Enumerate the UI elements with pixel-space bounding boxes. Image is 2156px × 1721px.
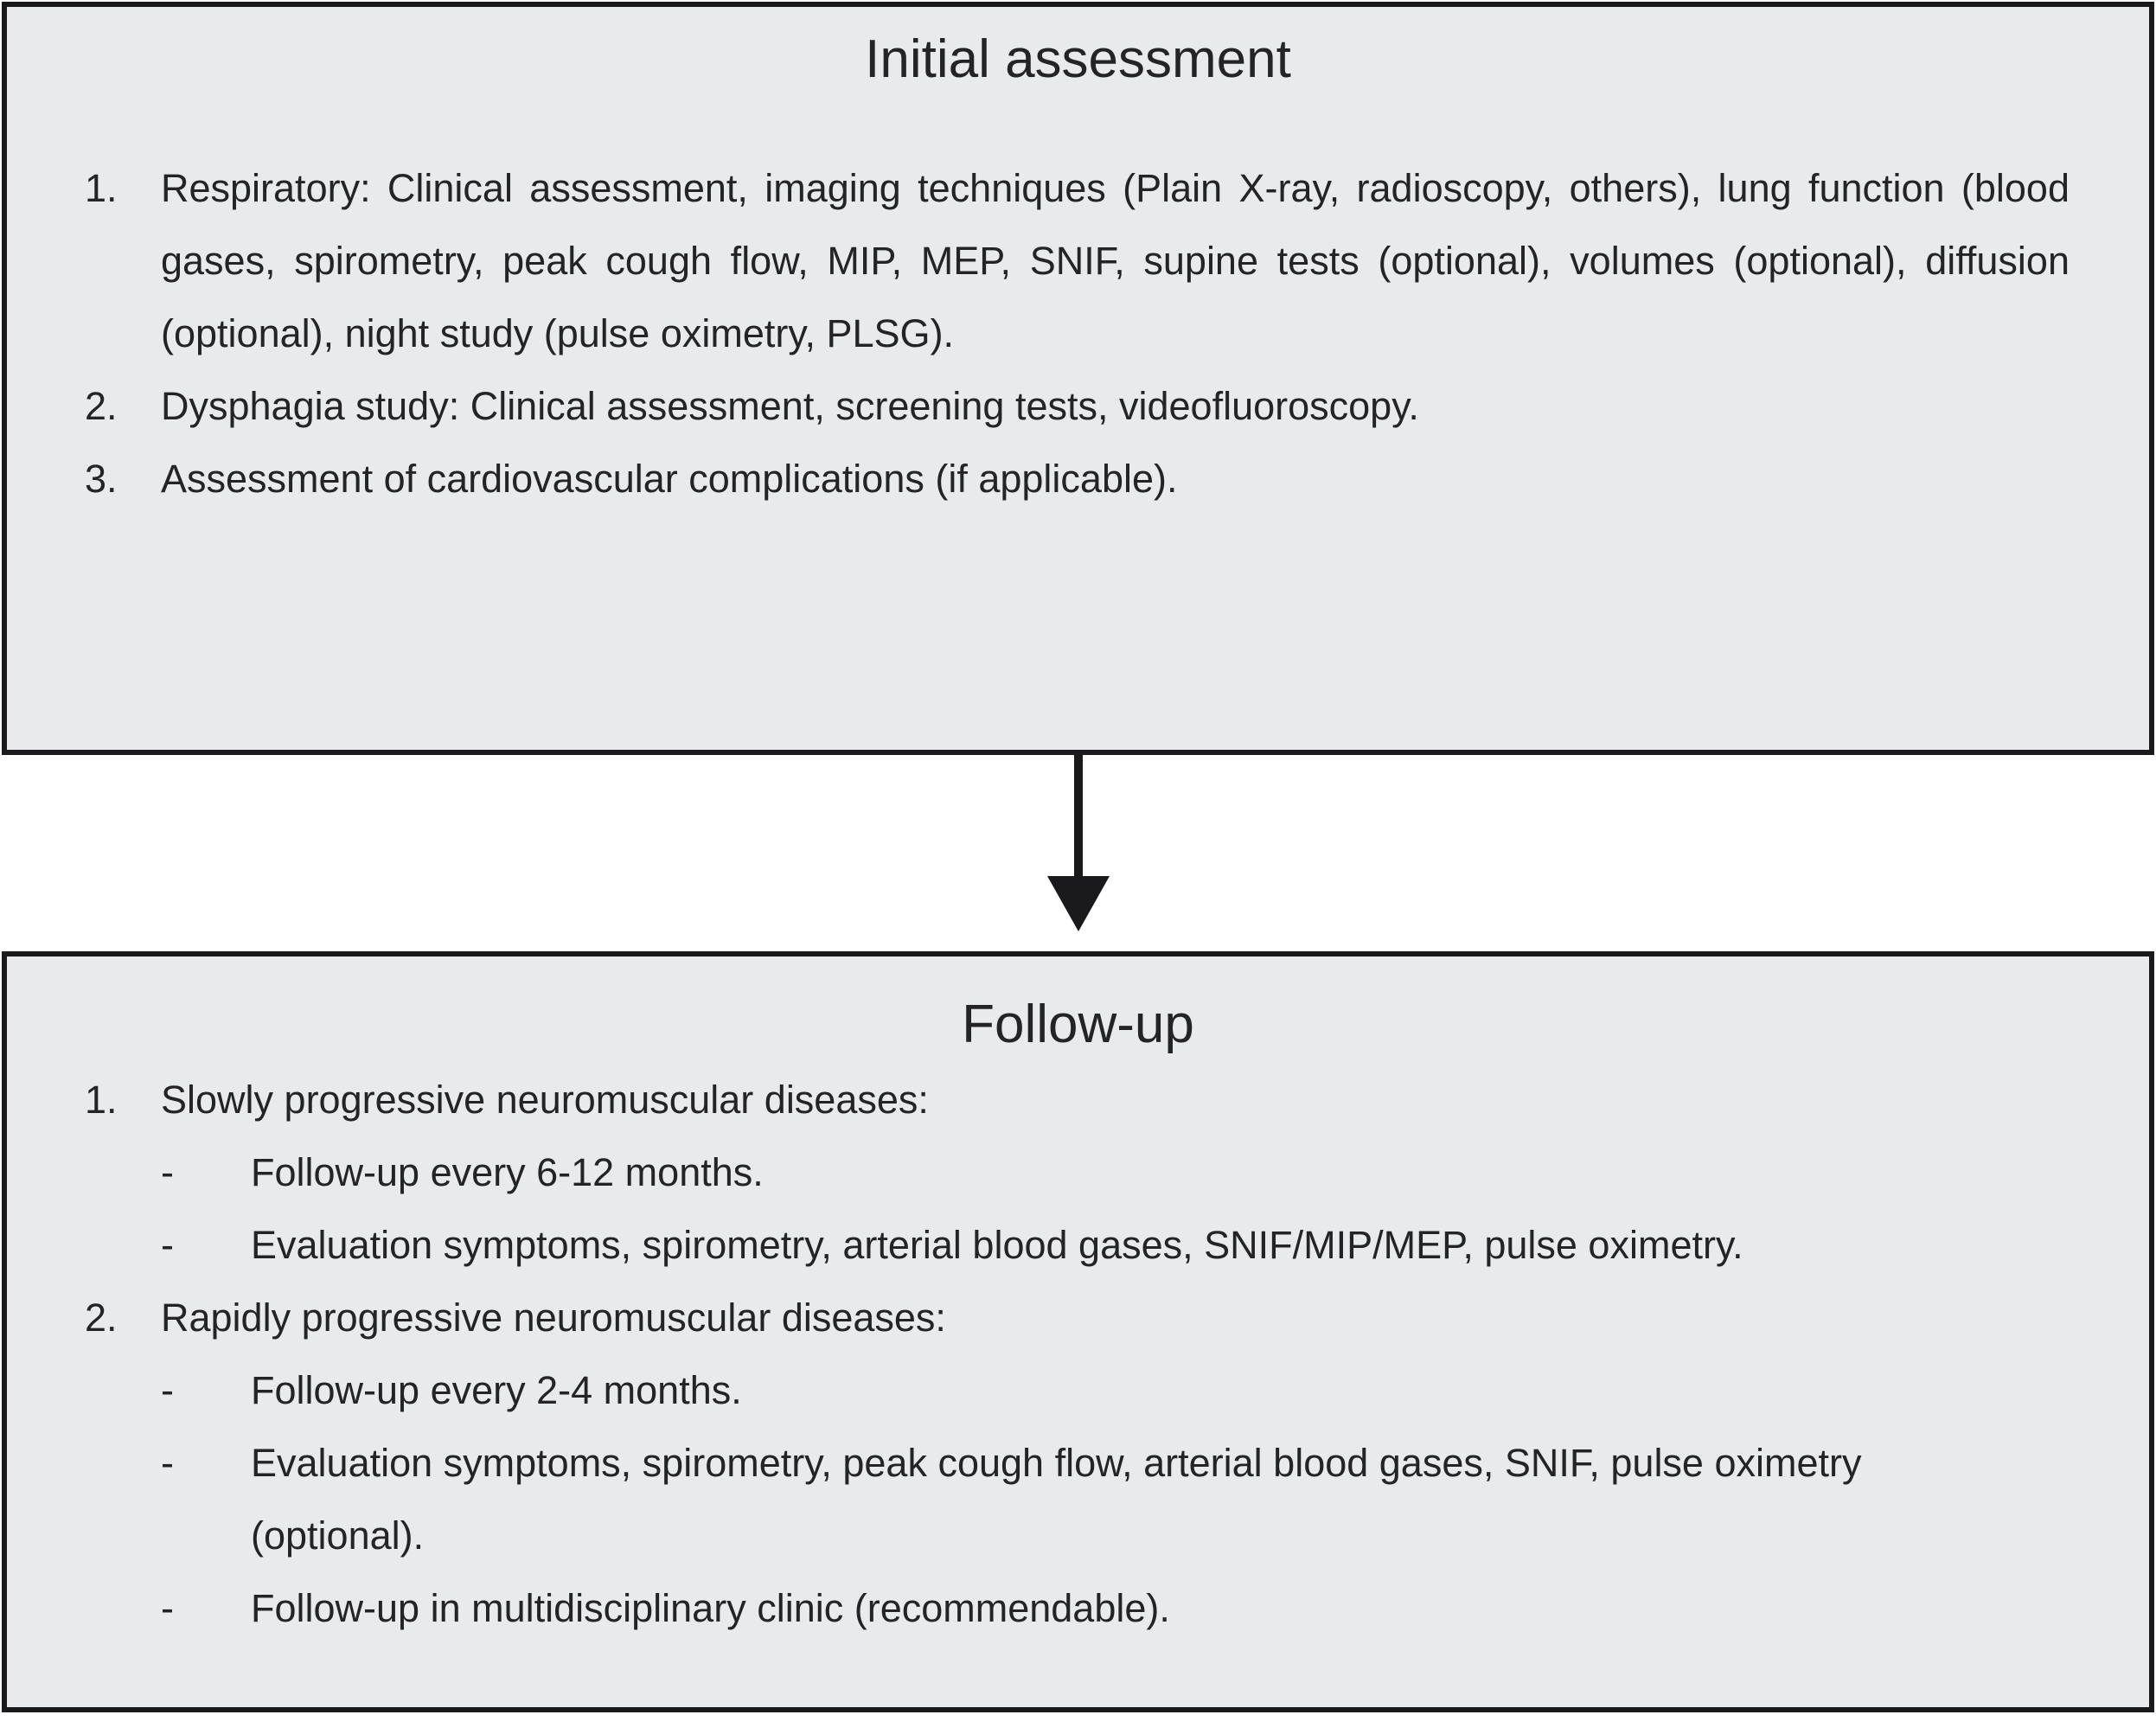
down-arrow-head (1047, 876, 1110, 931)
list-item-text: Slowly progressive neuromuscular disease… (161, 1078, 929, 1122)
list-item-text: Rapidly progressive neuromuscular diseas… (161, 1296, 946, 1340)
list-item-number: 1. (85, 166, 118, 210)
sub-item-bullet: - (161, 1586, 174, 1630)
sub-list-item: - Follow-up in multidisciplinary clinic … (161, 1572, 2070, 1645)
sub-list-item: - Follow-up every 2-4 months. (161, 1354, 2070, 1427)
list-item: 1. Slowly progressive neuromuscular dise… (85, 1064, 2070, 1136)
follow-up-title: Follow-up (962, 995, 1194, 1054)
sub-item-text: Follow-up every 2-4 months. (251, 1368, 742, 1412)
list-item-text: Assessment of cardiovascular complicatio… (161, 457, 1178, 501)
sub-list-item: - Evaluation symptoms, spirometry, arter… (161, 1209, 2070, 1282)
initial-assessment-list: 1. Respiratory: Clinical assessment, ima… (85, 152, 2070, 515)
sub-item-text: Follow-up every 6-12 months. (251, 1150, 764, 1194)
sub-item-bullet: - (161, 1223, 174, 1267)
sub-item-text: Evaluation symptoms, spirometry, arteria… (251, 1223, 1743, 1267)
down-arrow-icon (1047, 752, 1110, 931)
list-item: 2. Rapidly progressive neuromuscular dis… (85, 1282, 2070, 1354)
initial-assessment-box: Initial assessment 1. Respiratory: Clini… (2, 2, 2154, 755)
list-item: 3. Assessment of cardiovascular complica… (85, 443, 2070, 515)
list-item-number: 1. (85, 1078, 118, 1122)
sub-list-item: - Follow-up every 6-12 months. (161, 1136, 2070, 1209)
sub-item-text: Evaluation symptoms, spirometry, peak co… (251, 1441, 1862, 1558)
follow-up-box: Follow-up 1. Slowly progressive neuromus… (2, 951, 2154, 1712)
list-item: 2. Dysphagia study: Clinical assessment,… (85, 370, 2070, 443)
down-arrow-stem (1074, 752, 1083, 878)
list-item-number: 2. (85, 384, 118, 428)
sub-item-bullet: - (161, 1368, 174, 1412)
initial-assessment-title: Initial assessment (865, 29, 1291, 89)
follow-up-list: 1. Slowly progressive neuromuscular dise… (85, 1064, 2070, 1645)
sub-item-text: Follow-up in multidisciplinary clinic (r… (251, 1586, 1170, 1630)
sub-item-bullet: - (161, 1150, 174, 1194)
list-item: 1. Respiratory: Clinical assessment, ima… (85, 152, 2070, 370)
list-item-number: 2. (85, 1296, 118, 1340)
list-item-text: Respiratory: Clinical assessment, imagin… (161, 166, 2070, 355)
list-item-text: Dysphagia study: Clinical assessment, sc… (161, 384, 1419, 428)
sub-item-bullet: - (161, 1441, 174, 1485)
sub-list-item: - Evaluation symptoms, spirometry, peak … (161, 1427, 2070, 1572)
list-item-number: 3. (85, 457, 118, 501)
